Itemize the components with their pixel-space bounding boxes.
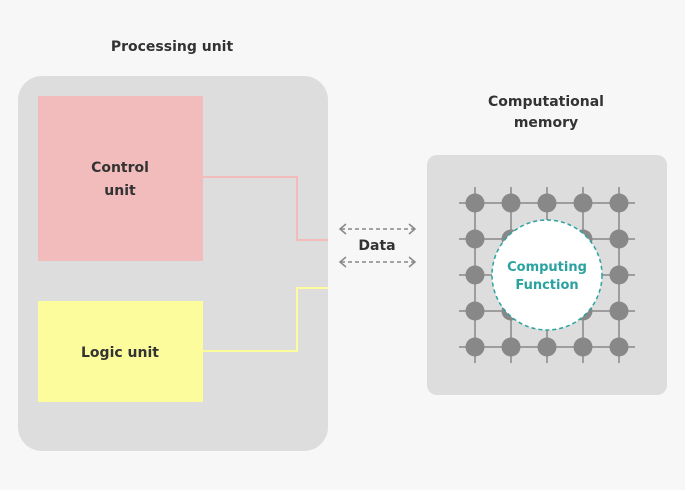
logic-unit-label: Logic unit: [81, 345, 159, 361]
memory-cell-node: [609, 337, 629, 357]
logic-unit-box: [38, 301, 203, 402]
computing-function-label-line1: Computing: [507, 260, 587, 275]
data-arrow-top: [338, 223, 417, 235]
processing-unit-title: Processing unit: [111, 39, 234, 55]
control-unit-label-line1: Control: [91, 160, 149, 176]
memory-cell-node: [501, 193, 521, 213]
computational-memory-title-line2: memory: [514, 115, 578, 131]
memory-cell-node: [537, 193, 557, 213]
memory-cell-node: [609, 265, 629, 285]
memory-cell-node: [609, 229, 629, 249]
memory-cell-node: [609, 301, 629, 321]
memory-cell-node: [465, 301, 485, 321]
memory-cell-node: [465, 229, 485, 249]
memory-cell-node: [573, 337, 593, 357]
memory-cell-node: [465, 265, 485, 285]
control-unit-connector: [203, 176, 328, 241]
memory-cell-node: [465, 337, 485, 357]
computing-function-label-line2: Function: [515, 278, 578, 293]
memory-cell-node: [537, 337, 557, 357]
control-unit-box: [38, 96, 203, 261]
logic-unit-connector: [203, 287, 328, 352]
memory-cell-node: [465, 193, 485, 213]
computing-function-circle: [491, 219, 603, 331]
computational-memory-title-line1: Computational: [488, 94, 604, 110]
memory-cell-node: [573, 193, 593, 213]
memory-cell-node: [501, 337, 521, 357]
data-label: Data: [358, 238, 395, 254]
control-unit-label-line2: unit: [104, 183, 136, 199]
memory-cell-node: [609, 193, 629, 213]
data-arrow-bottom: [338, 256, 417, 268]
